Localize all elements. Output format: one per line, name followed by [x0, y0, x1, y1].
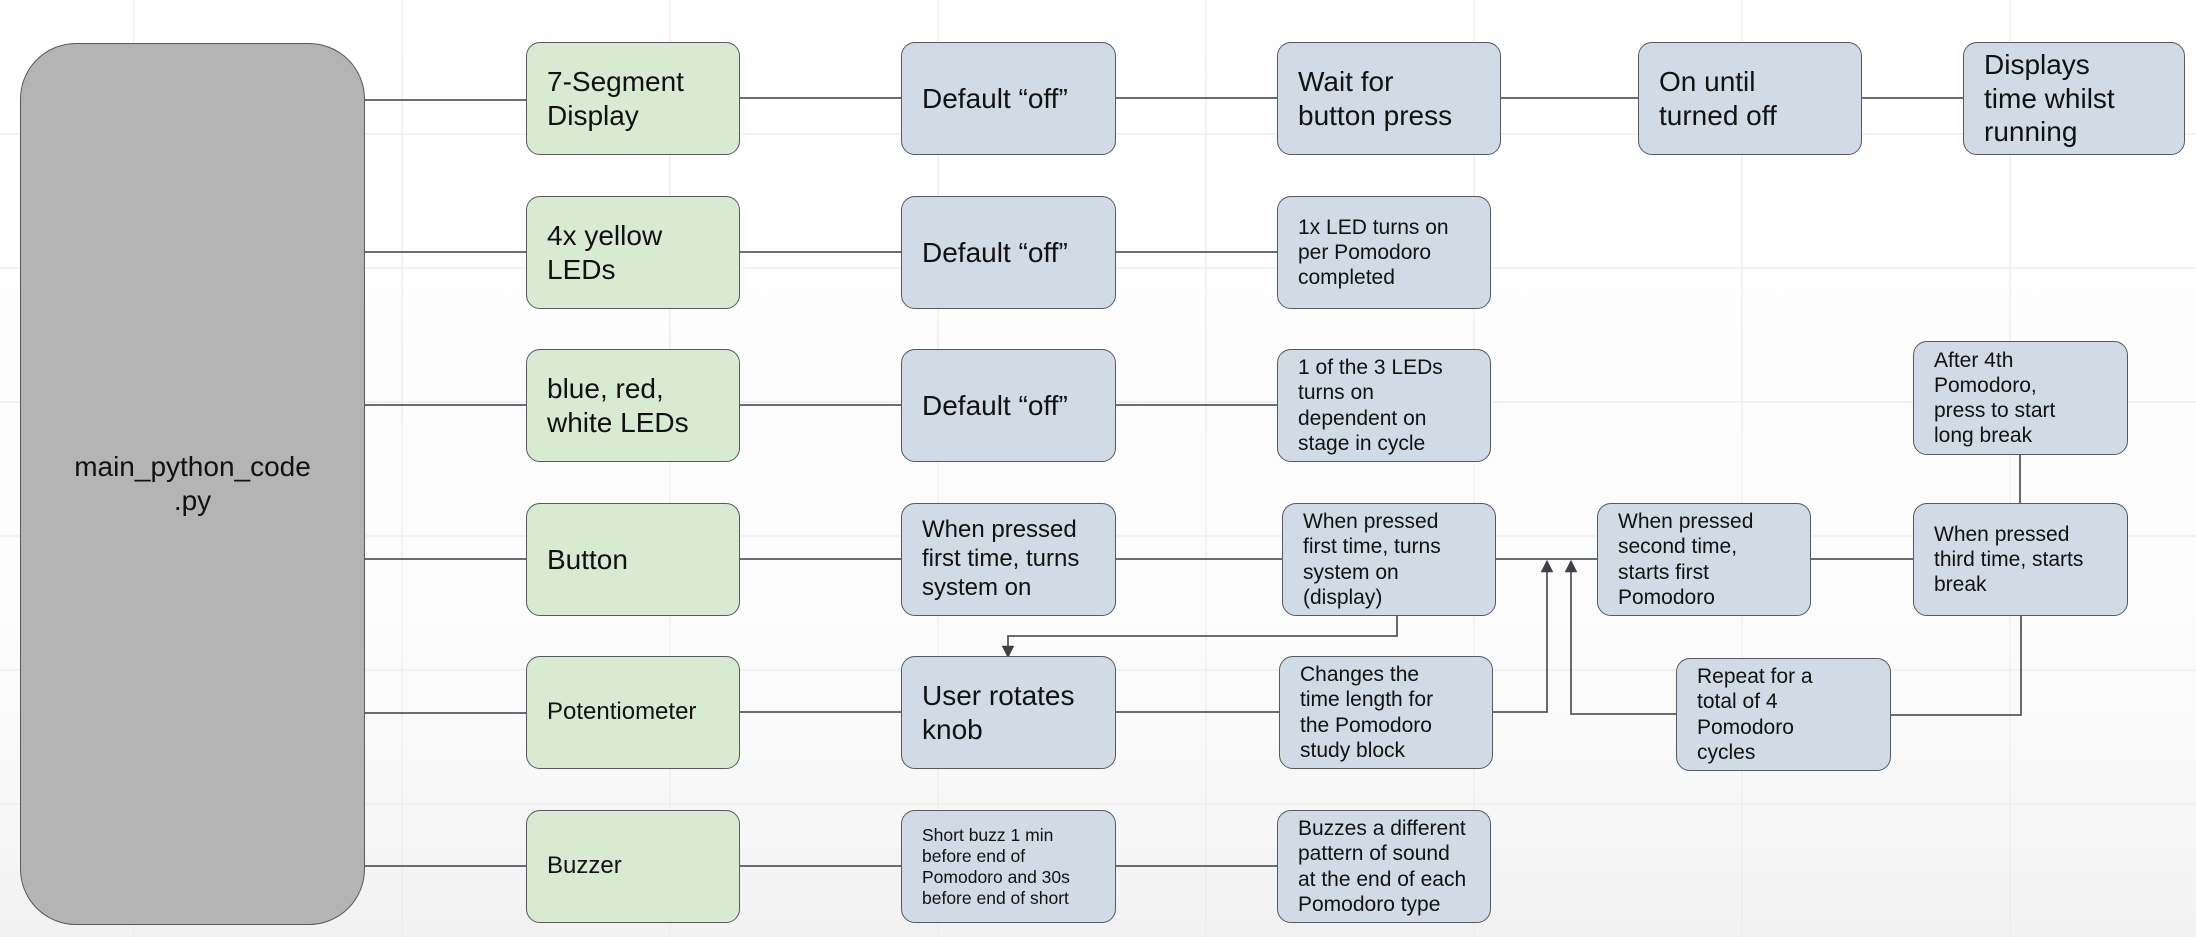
- component-yellow-leds: 4x yellow LEDs: [526, 196, 740, 309]
- connector-display-to-rotate: [1001, 615, 1398, 659]
- component-blue-red-white-leds: blue, red, white LEDs: [526, 349, 740, 462]
- step-button-first-press-display: When pressed first time, turns system on…: [1282, 503, 1496, 616]
- step-brw-default-off: Default “off”: [901, 349, 1116, 462]
- step-seg7-default-off: Default “off”: [901, 42, 1116, 155]
- connector-changes-up: [1493, 559, 1554, 713]
- step-button-second-press: When pressed second time, starts first P…: [1597, 503, 1811, 616]
- step-seg7-wait-for-button: Wait for button press: [1277, 42, 1501, 155]
- step-seg7-displays-time: Displays time whilst running: [1963, 42, 2185, 155]
- step-yellow-default-off: Default “off”: [901, 196, 1116, 309]
- step-seg7-on-until-off: On until turned off: [1638, 42, 1862, 155]
- component-button: Button: [526, 503, 740, 616]
- step-repeat-four-cycles: Repeat for a total of 4 Pomodoro cycles: [1676, 658, 1891, 771]
- step-changes-time-length: Changes the time length for the Pomodoro…: [1279, 656, 1493, 769]
- step-long-break: After 4th Pomodoro, press to start long …: [1913, 341, 2128, 455]
- step-button-first-press: When pressed first time, turns system on: [901, 503, 1116, 616]
- component-seven-segment-display: 7-Segment Display: [526, 42, 740, 155]
- step-button-third-press: When pressed third time, starts break: [1913, 503, 2128, 616]
- step-short-buzz: Short buzz 1 min before end of Pomodoro …: [901, 810, 1116, 923]
- step-user-rotates-knob: User rotates knob: [901, 656, 1116, 769]
- step-brw-led-by-stage: 1 of the 3 LEDs turns on dependent on st…: [1277, 349, 1491, 462]
- component-potentiometer: Potentiometer: [526, 656, 740, 769]
- step-yellow-led-per-pomodoro: 1x LED turns on per Pomodoro completed: [1277, 196, 1491, 309]
- connector-third-to-repeat: [1891, 615, 2022, 716]
- component-buzzer: Buzzer: [526, 810, 740, 923]
- step-buzz-pattern: Buzzes a different pattern of sound at t…: [1277, 810, 1491, 923]
- connector-repeat-up: [1564, 559, 1676, 715]
- root-node: main_python_code .py: [20, 43, 365, 925]
